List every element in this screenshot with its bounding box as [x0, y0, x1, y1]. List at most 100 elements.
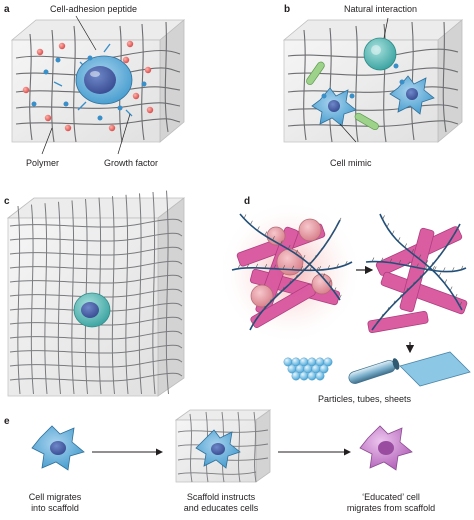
- panel-a-scaffold: [10, 15, 186, 155]
- cell-a: [75, 55, 133, 105]
- mesh-strand: [165, 190, 169, 395]
- peptide-marks: [31, 55, 147, 121]
- side-chain: [302, 254, 306, 260]
- side-chain: [447, 240, 450, 246]
- side-chain: [291, 265, 295, 270]
- label-cell-adhesion-peptide: Cell-adhesion peptide: [50, 4, 138, 14]
- side-chain: [295, 274, 298, 279]
- side-chain: [288, 280, 292, 285]
- side-chain: [309, 260, 313, 265]
- side-chain: [380, 257, 384, 262]
- side-chain: [432, 266, 435, 271]
- mesh-strand: [9, 372, 183, 382]
- side-chain: [329, 233, 333, 238]
- side-chain: [456, 225, 460, 230]
- mesh-strand: [9, 330, 183, 340]
- side-chain: [424, 268, 428, 274]
- label-polymer: Polymer: [26, 158, 60, 168]
- panel-label-a: a: [4, 4, 10, 15]
- mesh-strand: [9, 232, 183, 242]
- side-chain: [328, 280, 331, 285]
- side-chain: [460, 265, 464, 270]
- side-chain: [412, 281, 415, 286]
- side-chain: [280, 240, 283, 245]
- particle: [315, 371, 325, 381]
- label-growth-factor: Growth factor: [104, 158, 159, 168]
- label-particles-tubes-sheets: Particles, tubes, sheets: [318, 394, 412, 404]
- dark-strands-right: [365, 213, 467, 331]
- side-chain: [250, 220, 253, 225]
- side-chain: [268, 299, 272, 304]
- panel-label-b: b: [284, 4, 291, 15]
- small-scaffold: [174, 409, 272, 483]
- mesh-strand: [125, 194, 129, 395]
- panel-d-self-assembly: [218, 200, 471, 387]
- side-chain: [300, 266, 304, 271]
- particle: [319, 364, 329, 374]
- side-chain: [257, 313, 260, 318]
- side-chain: [338, 294, 342, 300]
- side-chain: [316, 266, 319, 272]
- leader-polymer: [41, 127, 53, 155]
- particle: [323, 357, 333, 367]
- leader-natural-interaction: [383, 17, 389, 39]
- side-chain: [411, 248, 415, 254]
- side-chain: [442, 248, 445, 253]
- side-chain: [452, 233, 455, 238]
- side-chain: [309, 266, 313, 271]
- particle: [307, 371, 317, 381]
- side-chain: [318, 265, 322, 271]
- side-chain: [237, 264, 241, 269]
- label-cell-migrates: Cell migrates into scaffold: [0, 492, 110, 514]
- panel-e-migration: [31, 409, 413, 483]
- side-chain: [273, 264, 277, 269]
- panel-b-scaffold: [282, 17, 464, 143]
- side-chain: [433, 266, 437, 271]
- mesh-strand: [9, 218, 183, 228]
- mesh-strand: [9, 260, 183, 270]
- side-chain: [301, 268, 305, 273]
- side-chain: [252, 320, 256, 325]
- mesh-strand: [71, 200, 75, 395]
- side-chain: [405, 287, 409, 293]
- panel-label-e: e: [4, 416, 10, 427]
- side-chain: [386, 307, 390, 312]
- side-chain: [454, 293, 458, 299]
- side-chain: [436, 255, 440, 260]
- panel-label-d: d: [244, 196, 251, 207]
- mesh-strand: [9, 302, 183, 312]
- side-chain: [338, 217, 342, 222]
- tube: [348, 358, 400, 384]
- label-scaffold-instructs-line1: Scaffold instructs: [186, 492, 256, 502]
- side-chain: [391, 230, 395, 235]
- side-chain: [418, 254, 422, 259]
- side-chain: [275, 292, 278, 298]
- side-chain: [425, 265, 428, 270]
- label-educated-cell: ‘Educated’ cell migrates from scaffold: [336, 492, 446, 514]
- side-chain: [257, 226, 260, 231]
- side-chain: [272, 236, 275, 241]
- side-chain: [397, 237, 401, 242]
- natural-cell: [363, 37, 397, 71]
- mesh-strand: [138, 193, 142, 395]
- mesh-strand: [9, 358, 183, 368]
- side-chain: [386, 223, 390, 228]
- side-chain: [444, 279, 448, 284]
- side-chain: [398, 259, 402, 265]
- label-cell-migrates-line1: Cell migrates: [28, 492, 82, 502]
- side-chain: [322, 273, 326, 278]
- mesh-strand: [17, 205, 21, 395]
- label-scaffold-instructs-line2: and educates cells: [183, 503, 259, 513]
- side-chain: [334, 225, 338, 230]
- side-chain: [344, 261, 348, 266]
- mimic-rods: [306, 61, 379, 131]
- side-chain: [382, 215, 385, 220]
- leader-growth-factor: [117, 113, 131, 155]
- cell-mimic-right: [389, 75, 435, 115]
- side-chain: [264, 231, 268, 236]
- panel-c-scaffold: [6, 190, 186, 397]
- leader-peptide: [75, 15, 97, 51]
- side-chain: [416, 263, 419, 268]
- side-chain: [324, 240, 328, 246]
